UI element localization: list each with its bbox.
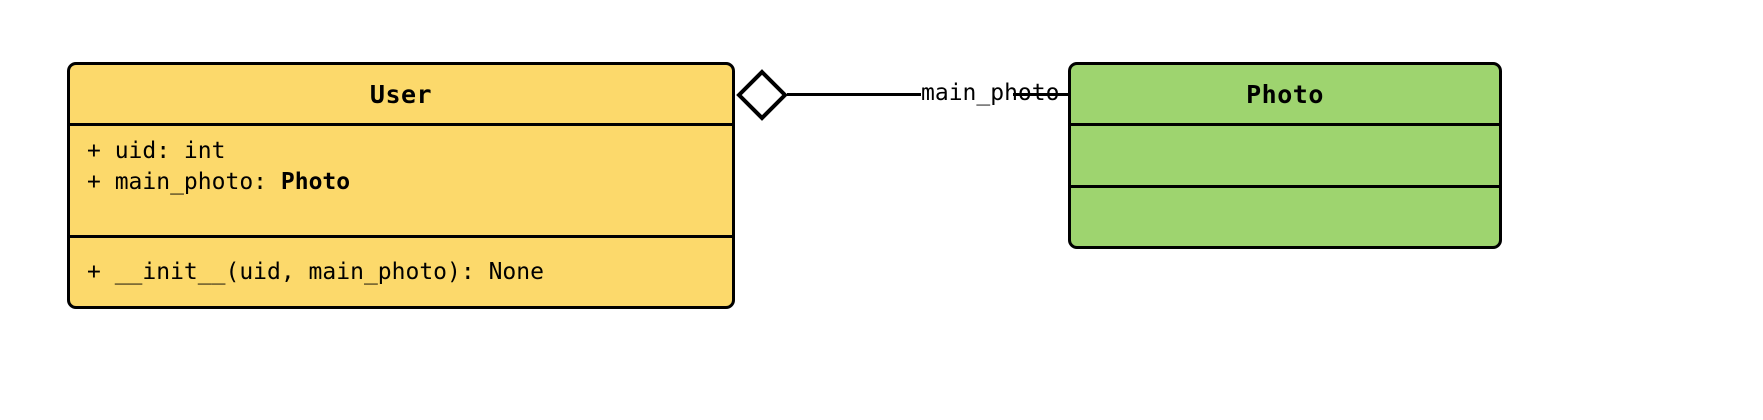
association-line-right [1013, 93, 1069, 96]
association-line-left [787, 93, 921, 96]
class-box-photo[interactable]: Photo [1068, 62, 1502, 249]
attributes-compartment-photo [1071, 123, 1499, 185]
attribute-main-photo: + main_photo: Photo [87, 167, 715, 198]
association-label-main-photo: main_photo [921, 80, 1060, 106]
class-title-user: User [369, 79, 433, 109]
method-init: + __init__(uid, main_photo): None [87, 258, 544, 285]
attribute-uid: + uid: int [87, 138, 226, 164]
methods-compartment-user: + __init__(uid, main_photo): None [70, 235, 732, 306]
attribute-main-photo-prefix: + main_photo: [87, 169, 281, 195]
aggregation-diamond-icon [736, 69, 788, 121]
class-title-photo: Photo [1246, 79, 1324, 109]
attribute-main-photo-type: Photo [280, 169, 351, 195]
methods-compartment-photo [1071, 185, 1499, 246]
attributes-compartment-user: + uid: int + main_photo: Photo [70, 123, 732, 235]
class-box-user[interactable]: User + uid: int + main_photo: Photo + __… [67, 62, 735, 309]
